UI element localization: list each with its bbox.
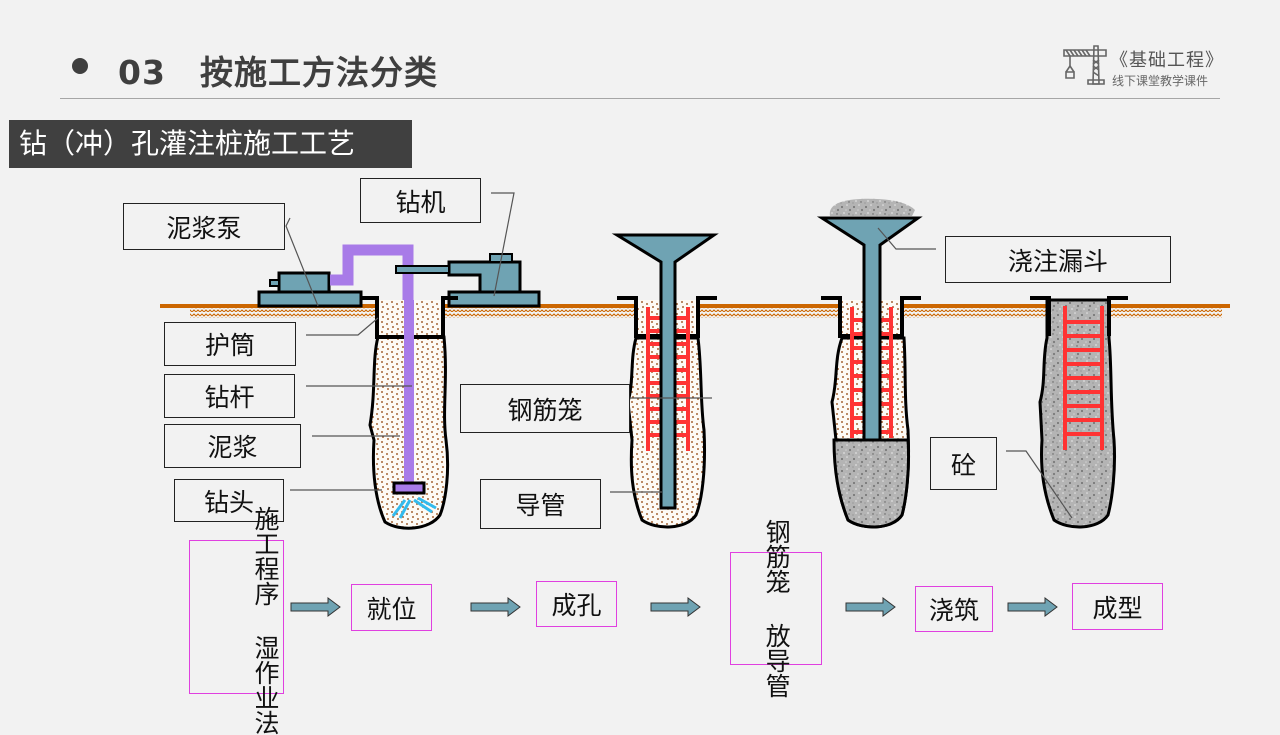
label-rebar-cage: 钢筋笼 <box>460 384 630 433</box>
process-step-drilling: 成孔 <box>536 581 617 627</box>
label-drill-rod: 钻杆 <box>164 374 295 418</box>
drill-bit-cutters <box>391 496 437 519</box>
process-step-rebar-tremie: 钢筋笼 放导管 <box>730 519 822 698</box>
label-tremie-pipe: 导管 <box>480 479 601 529</box>
header-bullet <box>72 58 88 74</box>
header-divider <box>60 98 1220 99</box>
label-concrete: 砼 <box>930 437 997 490</box>
soil-hatching <box>190 308 1222 318</box>
pour-funnel <box>816 216 923 442</box>
bored-pile-construction-diagram <box>160 192 1230 530</box>
tremie-pipe <box>611 233 719 510</box>
stage-finished <box>1030 296 1128 529</box>
concrete-in-funnel <box>829 198 915 216</box>
arrow-icon <box>845 597 896 617</box>
drill-bit <box>392 481 426 495</box>
arrow-icon <box>290 597 341 617</box>
label-drill-rig: 钻机 <box>360 178 481 223</box>
process-header: 施工程序 湿作业法 <box>189 506 284 735</box>
stage-pouring <box>816 198 923 529</box>
drill-rod <box>404 300 414 485</box>
page-title: 03 按施工方法分类 <box>118 46 438 94</box>
section-banner: 钻（冲）孔灌注桩施工工艺 <box>9 120 412 168</box>
arrow-icon <box>650 597 701 617</box>
process-step-formed: 成型 <box>1072 583 1163 630</box>
stage-rebar-tremie <box>611 233 719 529</box>
label-pour-funnel: 浇注漏斗 <box>945 236 1171 283</box>
drill-rig <box>395 253 541 308</box>
mud-pump <box>257 271 363 308</box>
label-mud-pump: 泥浆泵 <box>123 203 285 250</box>
stage-drilling <box>257 244 541 530</box>
poured-concrete <box>832 438 911 529</box>
label-casing: 护筒 <box>164 322 296 366</box>
section-number: 03 <box>118 53 166 92</box>
process-step-positioning: 就位 <box>351 584 432 631</box>
section-title: 按施工方法分类 <box>199 53 438 92</box>
logo-title: 《基础工程》 <box>1110 50 1224 71</box>
rebar-cage-finished <box>1063 306 1104 450</box>
process-step-pouring: 浇筑 <box>915 586 993 632</box>
arrow-icon <box>470 597 521 617</box>
leader-lines <box>285 192 1073 519</box>
tower-crane-icon <box>1063 45 1107 85</box>
arrow-icon <box>1007 597 1058 617</box>
label-mud: 泥浆 <box>164 424 301 468</box>
label-drill-bit: 钻头 <box>174 479 284 522</box>
logo-subtitle: 线下课堂教学课件 <box>1112 74 1209 88</box>
